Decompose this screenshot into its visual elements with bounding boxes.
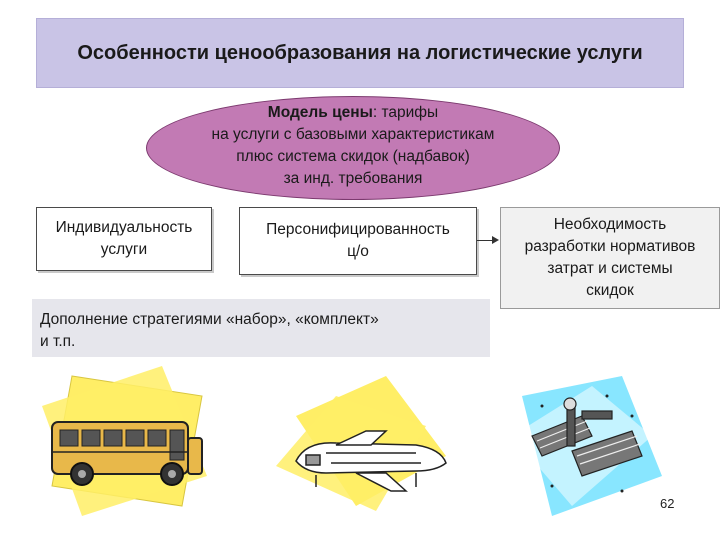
strategy-note-line1: Дополнение стратегиями «набор», «комплек…	[40, 311, 379, 328]
box-necessity-line1: Необходимость	[553, 216, 667, 233]
box-necessity: Необходимость разработки нормативов затр…	[500, 207, 720, 309]
page-number: 62	[660, 496, 675, 511]
strategy-note-line2: и т.п.	[40, 333, 76, 350]
box-necessity-line3: затрат и системы	[547, 260, 673, 277]
box-individuality: Индивидуальность услуги	[36, 207, 212, 271]
arrow-right-icon	[477, 236, 499, 244]
slide-title-text: Особенности ценообразования на логистиче…	[77, 42, 643, 64]
airplane-clipart	[276, 376, 447, 511]
slide-title: Особенности ценообразования на логистиче…	[36, 18, 684, 88]
space-station-clipart	[512, 376, 662, 516]
bus-clipart	[42, 366, 207, 516]
price-model-line4: за инд. требования	[283, 170, 423, 187]
price-model-ellipse	[146, 96, 560, 200]
box-personification: Персонифицированность ц/о	[239, 207, 477, 275]
box-personification-line2: ц/о	[347, 243, 369, 260]
box-necessity-line4: скидок	[586, 282, 634, 299]
price-model-line2: на услуги с базовыми характеристикам	[211, 126, 495, 143]
strategy-note: Дополнение стратегиями «набор», «комплек…	[32, 299, 490, 357]
price-model-line1: : тарифы	[372, 104, 439, 121]
box-individuality-line2: услуги	[100, 241, 148, 258]
box-necessity-line2: разработки нормативов	[524, 238, 696, 255]
price-model-label: Модель цены	[267, 104, 373, 121]
price-model-text: Модель цены: тарифы на услуги с базовыми…	[146, 102, 560, 190]
box-individuality-line1: Индивидуальность	[55, 219, 193, 236]
price-model-line3: плюс система скидок (надбавок)	[236, 148, 470, 165]
box-personification-line1: Персонифицированность	[266, 221, 450, 238]
